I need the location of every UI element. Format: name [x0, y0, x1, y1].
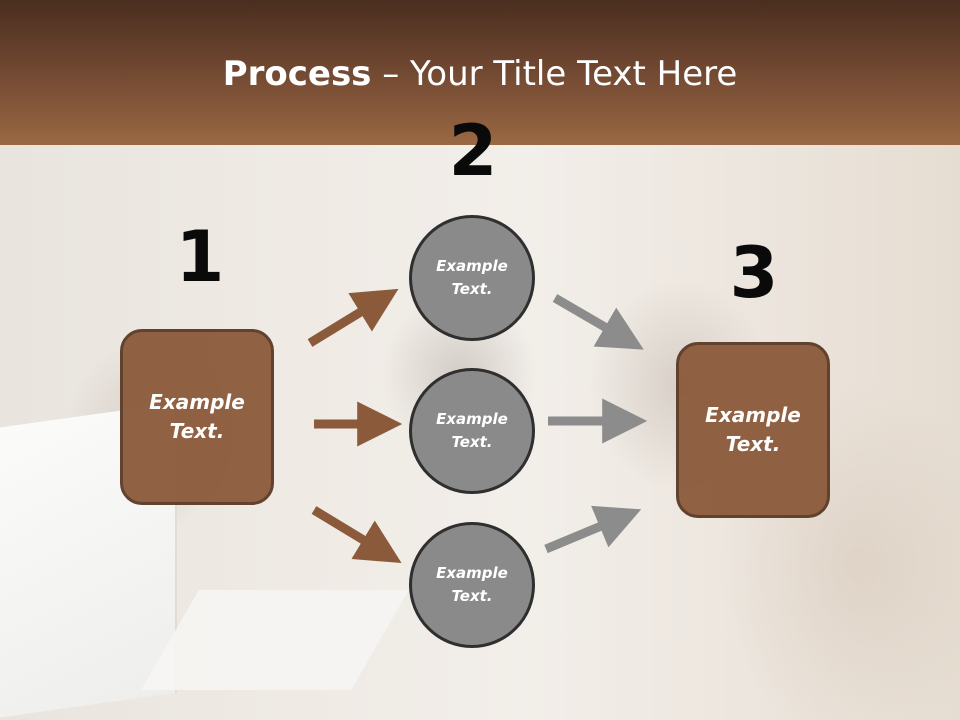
step-3-box[interactable]: Example Text.: [676, 342, 830, 518]
arrow-1-to-top: [307, 288, 399, 347]
circle-2-line1: Example: [436, 410, 508, 428]
step-3-text: Example Text.: [705, 401, 801, 459]
circle-3-text: Example Text.: [436, 562, 508, 608]
circle-1-text: Example Text.: [436, 255, 508, 301]
step-1-line1: Example: [149, 390, 245, 414]
step-1-box[interactable]: Example Text.: [120, 329, 274, 505]
step-2c-circle[interactable]: Example Text.: [409, 522, 535, 648]
title-banner: [0, 0, 960, 145]
step-number-1: 1: [175, 216, 225, 298]
circle-2-line2: Text.: [451, 433, 493, 451]
step-3-line1: Example: [705, 403, 801, 427]
arrow-top-to-3: [552, 294, 644, 350]
circle-3-line2: Text.: [451, 587, 493, 605]
slide-title-rest: – Your Title Text Here: [371, 54, 738, 94]
circle-1-line2: Text.: [451, 280, 493, 298]
circle-3-line1: Example: [436, 564, 508, 582]
slide-title[interactable]: Process – Your Title Text Here: [0, 54, 960, 94]
step-2b-circle[interactable]: Example Text.: [409, 368, 535, 494]
step-2a-circle[interactable]: Example Text.: [409, 215, 535, 341]
slide-title-bold: Process: [222, 54, 372, 94]
step-number-3: 3: [729, 232, 779, 314]
step-3-line2: Text.: [725, 432, 781, 456]
circle-2-text: Example Text.: [436, 408, 508, 454]
step-1-text: Example Text.: [149, 388, 245, 446]
arrow-1-to-bottom: [311, 506, 402, 564]
step-1-line2: Text.: [169, 419, 225, 443]
step-number-2: 2: [448, 110, 498, 192]
circle-1-line1: Example: [436, 257, 508, 275]
arrow-bottom-to-3: [544, 505, 642, 554]
